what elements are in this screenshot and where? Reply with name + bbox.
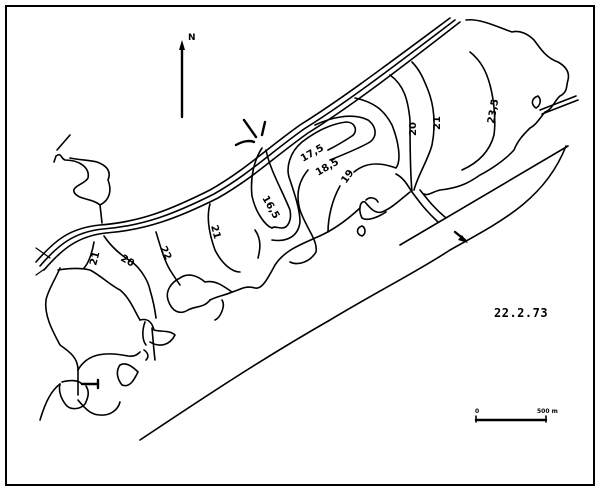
lagoon-shoreline [139,18,579,441]
contour-label: 18,5 [314,157,341,179]
inflow-arrows-icon [234,118,267,147]
contour-label: 20 [408,122,419,136]
scale-bar [474,415,548,423]
contour-lines [83,51,496,319]
map-date: 22.2.73 [494,306,549,320]
north-arrow-icon [179,40,185,119]
outlet-channel [411,189,468,243]
west-marsh [39,267,176,421]
road-lines [35,17,461,276]
contour-label: 21 [88,250,102,266]
north-label: N [188,33,196,43]
contour-label: 22 [157,245,173,262]
contour-label: 17,5 [299,143,326,165]
pond-outline [53,134,111,224]
contour-label: 21 [432,116,443,130]
contour-label: 21 [208,224,222,240]
contour-label-group: 16,5 17,5 18,5 19 20 21 23,5 21 22 20 21 [88,98,501,269]
scale-end-label: 500 m [537,408,558,415]
contour-label: 16,5 [259,194,281,221]
contour-label: 23,5 [486,98,501,124]
contour-label: 20 [119,253,137,270]
scale-start-label: 0 [475,408,480,415]
inner-shore [166,191,411,321]
contour-label: 19 [339,168,356,186]
